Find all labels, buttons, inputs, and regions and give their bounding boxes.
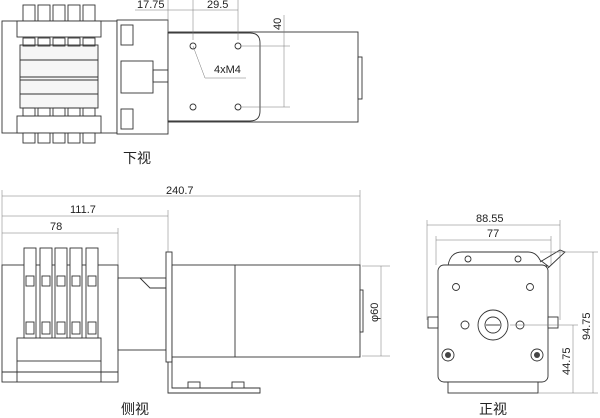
bottom-view-label: 下视 (123, 151, 151, 167)
front-view-label: 正视 (479, 402, 507, 418)
dim-diameter-60: φ60 (369, 303, 381, 322)
tube-clamps-top (22, 4, 96, 23)
tube-clamps-bottom (22, 132, 96, 144)
dim-88-55: 88.55 (476, 213, 504, 225)
dim-94-75: 94.75 (581, 312, 593, 340)
motor-body (171, 264, 361, 358)
dim-40: 40 (272, 18, 284, 30)
tube-clamps (23, 247, 99, 339)
dim-77: 77 (487, 228, 499, 240)
adapter (116, 19, 169, 135)
dim-44-75: 44.75 (561, 347, 573, 375)
dim-111-7: 111.7 (70, 204, 96, 216)
mount-plate (168, 32, 261, 122)
adapter (117, 277, 167, 351)
holes-label: 4xM4 (214, 64, 241, 76)
bottom-view: 4xM4 17.75 29.5 40 下视 (1, 0, 363, 167)
top-cap (447, 251, 550, 267)
dim-17-75: 17.75 (137, 0, 165, 11)
dim-78: 78 (50, 221, 62, 233)
dim-29-5: 29.5 (207, 0, 228, 11)
dim-240-7: 240.7 (166, 185, 194, 197)
mount-bracket (167, 357, 261, 394)
side-view: 240.7 111.7 78 φ60 侧视 (1, 185, 390, 418)
side-view-label: 侧视 (121, 402, 149, 418)
front-view: 88.55 77 44.75 94.75 正视 (426, 213, 598, 418)
pump-head-face (437, 264, 549, 383)
rotor-hub (477, 309, 509, 341)
motor-body (167, 31, 359, 123)
screws (441, 348, 544, 362)
